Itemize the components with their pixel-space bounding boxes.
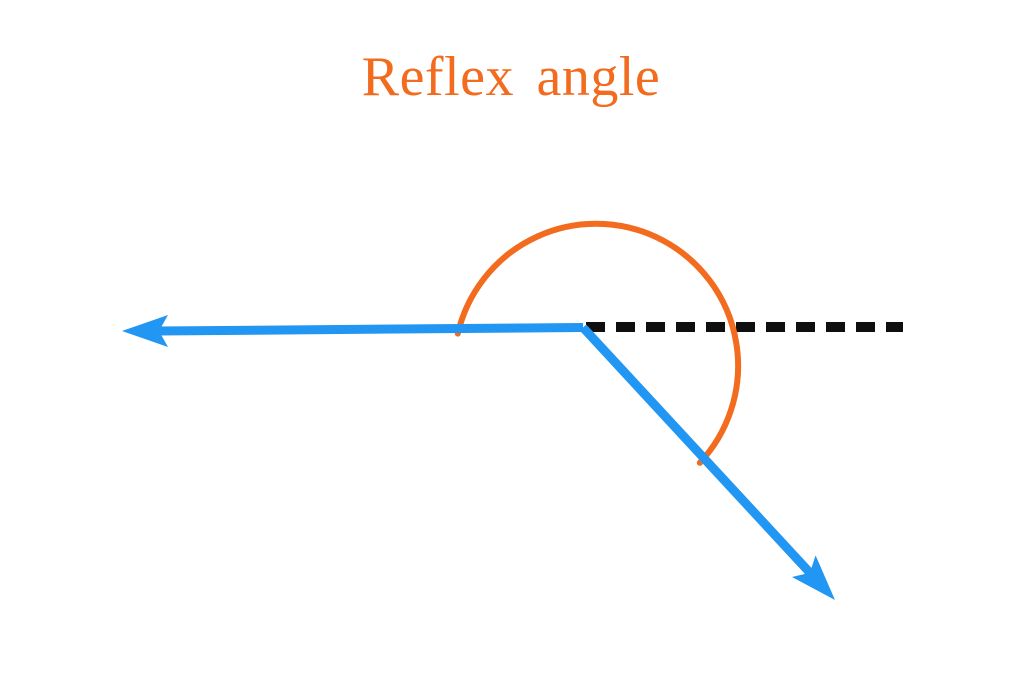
diagonal-ray-arrowhead (792, 555, 835, 600)
left-ray-line (157, 323, 584, 336)
diagram-title: Reflex angle (362, 46, 661, 108)
diagonal-ray-line (579, 324, 816, 579)
reflex-angle-arc (454, 220, 742, 466)
left-ray-arrowhead (122, 315, 168, 347)
